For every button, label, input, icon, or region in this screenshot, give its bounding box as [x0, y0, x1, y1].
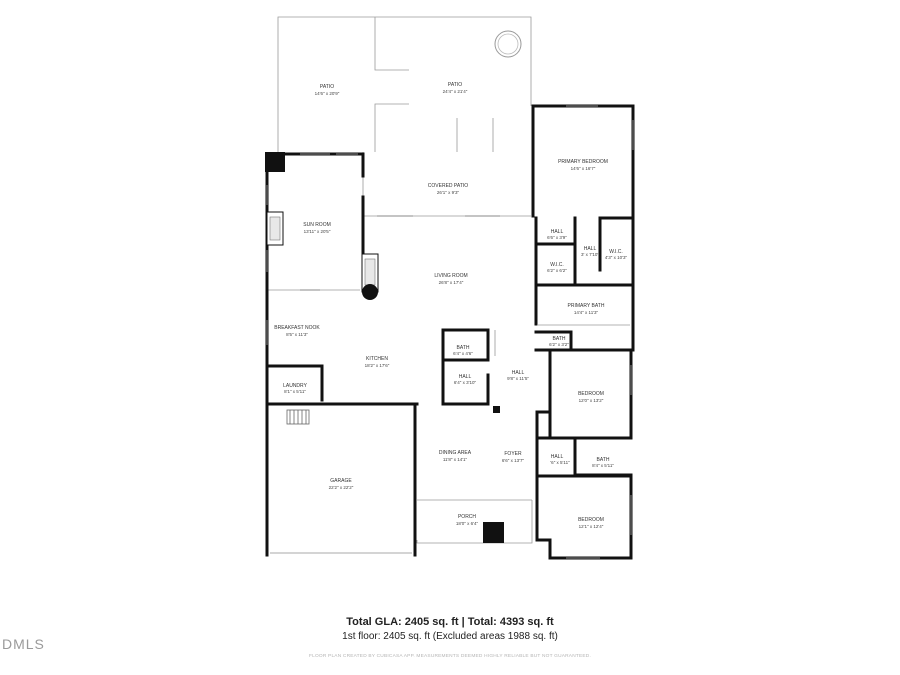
- room-bath-1: BATH 6'4" x 4'6": [453, 345, 473, 356]
- room-sun-room: SUN ROOM 13'11" x 20'5": [303, 222, 331, 234]
- room-patio-right: PATIO 24'4" x 21'4": [443, 82, 468, 94]
- room-name: HALL: [551, 229, 564, 235]
- room-dimensions: 14'6" x 20'9": [315, 91, 340, 96]
- room-dimensions: 8'4" x 5'11": [592, 463, 614, 468]
- room-dining-area: DINING AREA 11'8" x 14'1": [439, 450, 472, 462]
- room-name: SUN ROOM: [303, 222, 331, 228]
- fireplace-icon: [361, 253, 379, 300]
- room-dimensions: 14'4" x 11'3": [574, 310, 599, 315]
- room-name: PRIMARY BEDROOM: [558, 159, 608, 165]
- room-name: DINING AREA: [439, 450, 472, 456]
- room-covered-patio: COVERED PATIO 26'1" x 9'3": [428, 183, 468, 195]
- room-dimensions: 11'8" x 14'1": [443, 457, 468, 462]
- room-dimensions: 22'2" x 22'2": [329, 485, 354, 490]
- room-wic-1: W.I.C. 6'2" x 6'2": [547, 262, 567, 273]
- room-bath-2: BATH 8'4" x 5'11": [592, 457, 614, 468]
- mls-watermark: DMLS: [2, 636, 45, 652]
- disclaimer: FLOOR PLAN CREATED BY CUBICASA APP. MEAS…: [308, 654, 591, 659]
- patio-round-feature-inner: [497, 33, 519, 55]
- room-dimensions: 26'8" x 17'4": [439, 280, 464, 285]
- room-hall-4: HALL 9'8" x 11'5": [507, 370, 529, 381]
- patio-round-feature: [494, 30, 522, 58]
- room-porch: PORCH 18'0" x 6'4": [456, 514, 479, 526]
- room-dimensions: 6'2" x 6'2": [547, 268, 567, 273]
- room-name: BATH: [597, 457, 610, 463]
- room-garage: GARAGE 22'2" x 22'2": [329, 478, 354, 490]
- room-dimensions: 4'3" x 10'3": [605, 255, 628, 260]
- room-name: HALL: [459, 374, 472, 380]
- room-dimensions: 8'5" x 11'3": [286, 332, 308, 337]
- room-dimensions: 13'11" x 20'5": [304, 229, 331, 234]
- room-dimensions: 9'8" x 11'5": [507, 376, 529, 381]
- total-area-summary: Total GLA: 2405 sq. ft | Total: 4393 sq.…: [346, 616, 554, 628]
- room-name: KITCHEN: [366, 356, 388, 362]
- room-dimensions: 24'4" x 21'4": [443, 89, 468, 94]
- room-primary-bedroom: PRIMARY BEDROOM 14'6" x 16'7": [558, 159, 608, 171]
- room-name: PRIMARY BATH: [568, 303, 605, 309]
- room-bedroom-2: BEDROOM 12'1" x 12'4": [578, 517, 604, 529]
- solid-features: [265, 152, 504, 543]
- room-dimensions: 6'6" x 3'9": [547, 235, 567, 240]
- room-name: LAUNDRY: [283, 383, 307, 389]
- room-hall-5: HALL '6" x 5'11": [550, 454, 570, 465]
- room-bedroom-1: BEDROOM 12'0" x 13'2": [578, 391, 604, 403]
- room-kitchen: KITCHEN 18'2" x 17'6": [365, 356, 390, 368]
- room-name: HALL: [551, 454, 564, 460]
- room-name: W.I.C.: [609, 249, 623, 255]
- room-name: HALL: [512, 370, 525, 376]
- room-name: BEDROOM: [578, 517, 604, 523]
- room-dimensions: 6'4" x 4'6": [453, 351, 473, 356]
- room-dimensions: 12'1" x 12'4": [579, 524, 604, 529]
- fireplace-icon: [266, 211, 284, 246]
- room-patio-left: PATIO 14'6" x 20'9": [315, 84, 340, 96]
- room-hall-3: HALL 6'4" x 3'10": [454, 374, 477, 385]
- room-name: BEDROOM: [578, 391, 604, 397]
- room-name: W.I.C.: [550, 262, 564, 268]
- room-dimensions: 8'1" x 5'11": [284, 389, 306, 394]
- garage-steps: [286, 409, 310, 425]
- room-name: BATH: [457, 345, 470, 351]
- room-living-room: LIVING ROOM 26'8" x 17'4": [434, 273, 467, 285]
- room-dimensions: 3' x 7'10": [581, 252, 599, 257]
- room-foyer: FOYER 6'6" x 13'7": [502, 451, 525, 463]
- windows: [266, 105, 634, 559]
- room-name: PATIO: [448, 82, 462, 88]
- room-name: BREAKFAST NOOK: [274, 325, 320, 331]
- room-name: PORCH: [458, 514, 476, 520]
- thick-walls: [265, 104, 635, 560]
- room-bath-small: BATH 6'2" x 3'2": [549, 336, 569, 347]
- room-dimensions: 12'0" x 13'2": [579, 398, 604, 403]
- room-name: FOYER: [504, 451, 522, 457]
- room-dimensions: 26'1" x 9'3": [437, 190, 460, 195]
- room-dimensions: '6" x 5'11": [550, 460, 570, 465]
- floor-area-detail: 1st floor: 2405 sq. ft (Excluded areas 1…: [342, 631, 558, 642]
- room-name: BATH: [553, 336, 566, 342]
- room-name: HALL: [584, 246, 597, 252]
- room-dimensions: 6'6" x 13'7": [502, 458, 525, 463]
- room-dimensions: 18'2" x 17'6": [365, 363, 390, 368]
- room-wic-2: W.I.C. 4'3" x 10'3": [605, 249, 628, 260]
- room-name: COVERED PATIO: [428, 183, 468, 189]
- room-name: LIVING ROOM: [434, 273, 467, 279]
- room-dimensions: 6'4" x 3'10": [454, 380, 477, 385]
- room-dimensions: 14'6" x 16'7": [571, 166, 596, 171]
- room-name: GARAGE: [330, 478, 352, 484]
- room-hall-2: HALL 3' x 7'10": [581, 246, 599, 257]
- room-name: PATIO: [320, 84, 334, 90]
- room-hall-1: HALL 6'6" x 3'9": [547, 229, 567, 240]
- room-primary-bath: PRIMARY BATH 14'4" x 11'3": [568, 303, 605, 315]
- room-laundry: LAUNDRY 8'1" x 5'11": [283, 383, 307, 394]
- room-dimensions: 6'2" x 3'2": [549, 342, 569, 347]
- room-dimensions: 18'0" x 6'4": [456, 521, 479, 526]
- room-breakfast-nook: BREAKFAST NOOK 8'5" x 11'3": [274, 325, 320, 337]
